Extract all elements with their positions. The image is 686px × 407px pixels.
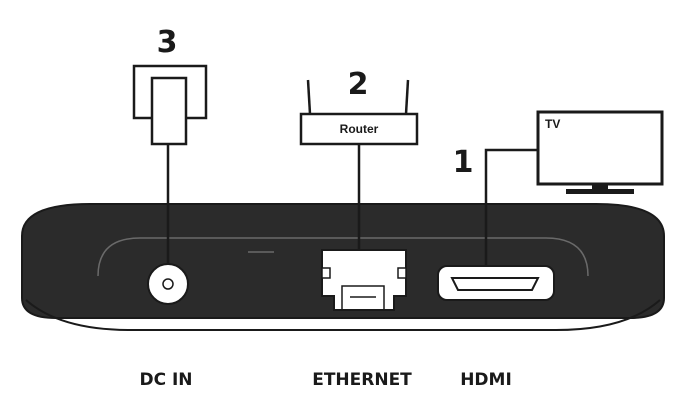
hdmi-jack-slot bbox=[450, 277, 540, 291]
router-body bbox=[299, 112, 419, 146]
power-plug-body bbox=[150, 76, 188, 146]
ethernet-port[interactable] bbox=[321, 249, 407, 311]
power-adapter: 3 bbox=[132, 25, 208, 268]
dc-in-jack-pin bbox=[162, 278, 174, 290]
ethernet-jack[interactable] bbox=[321, 249, 407, 311]
hdmi-cable bbox=[484, 148, 538, 272]
ethernet-jack-tab bbox=[341, 285, 385, 310]
tv-stand-base bbox=[566, 189, 634, 194]
step-number-1: 1 bbox=[453, 145, 474, 180]
streaming-box-highlight bbox=[97, 237, 589, 277]
ethernet-jack-clip-right bbox=[397, 267, 407, 279]
step-number-3: 3 bbox=[157, 25, 178, 60]
step-number-2: 2 bbox=[348, 67, 369, 102]
tv-stand-neck bbox=[592, 184, 608, 190]
dc-in-port[interactable] bbox=[147, 263, 189, 305]
tv: TV bbox=[536, 110, 664, 194]
router-antenna-left bbox=[306, 79, 312, 115]
dc-in-label: DC IN bbox=[139, 370, 192, 390]
hdmi-label: HDMI bbox=[460, 370, 512, 390]
router-antenna-right bbox=[404, 79, 410, 115]
router: 2 Router bbox=[299, 67, 419, 252]
hdmi-port[interactable] bbox=[437, 265, 555, 301]
tv-label: TV bbox=[545, 117, 560, 131]
tv-screen bbox=[536, 110, 664, 186]
ethernet-jack-clip-left bbox=[321, 267, 331, 279]
ethernet-label: ETHERNET bbox=[312, 370, 412, 390]
router-label: Router bbox=[340, 122, 379, 136]
streaming-box-lower-edge bbox=[25, 299, 661, 331]
